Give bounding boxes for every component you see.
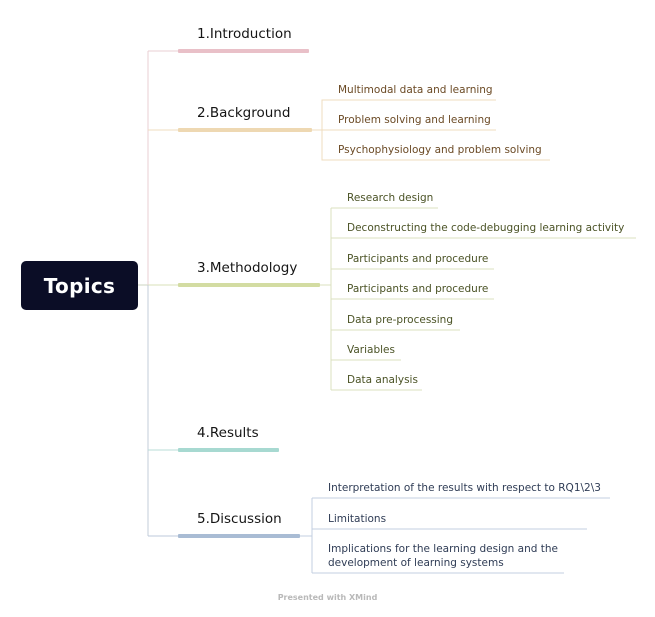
branch-introduction[interactable]: 1.Introduction <box>178 26 309 56</box>
branch-underline <box>178 534 300 538</box>
footer-credit: Presented with XMind <box>277 593 378 602</box>
branch-underline <box>178 448 279 452</box>
subtopic-variables[interactable]: Variables <box>347 344 395 356</box>
subtopic-data-analysis[interactable]: Data analysis <box>347 374 418 386</box>
branch-background[interactable]: 2.Background <box>178 105 312 135</box>
branch-label: 5.Discussion <box>197 511 282 527</box>
root-topic[interactable]: Topics <box>21 261 138 310</box>
subtopic-limitations[interactable]: Limitations <box>328 513 387 525</box>
branch-underline <box>178 128 312 132</box>
subtopic-deconstructing[interactable]: Deconstructing the code-debugging learni… <box>347 222 625 234</box>
subtopic-participants-2[interactable]: Participants and procedure <box>347 283 489 295</box>
branch-label: 1.Introduction <box>197 26 292 42</box>
branch-label: 4.Results <box>197 425 259 441</box>
branch-label: 2.Background <box>197 105 291 121</box>
subtopic-multimodal-data[interactable]: Multimodal data and learning <box>338 84 493 96</box>
subtopic-research-design[interactable]: Research design <box>347 192 434 204</box>
subtopic-data-preprocessing[interactable]: Data pre-processing <box>347 314 453 326</box>
subtopic-participants-1[interactable]: Participants and procedure <box>347 253 489 265</box>
branch-label: 3.Methodology <box>197 260 298 276</box>
subtopic-psychophysiology[interactable]: Psychophysiology and problem solving <box>338 144 542 156</box>
subtopic-problem-solving[interactable]: Problem solving and learning <box>338 114 491 126</box>
branch-underline <box>178 49 309 53</box>
subtopic-implications[interactable]: Implications for the learning design and… <box>328 543 558 569</box>
branch-underline <box>178 283 320 287</box>
branch-methodology[interactable]: 3.Methodology <box>178 260 320 290</box>
root-topic-label: Topics <box>43 273 116 298</box>
subtopic-interpretation[interactable]: Interpretation of the results with respe… <box>328 482 601 494</box>
branch-discussion[interactable]: 5.Discussion <box>178 511 300 541</box>
branch-results[interactable]: 4.Results <box>178 425 279 455</box>
